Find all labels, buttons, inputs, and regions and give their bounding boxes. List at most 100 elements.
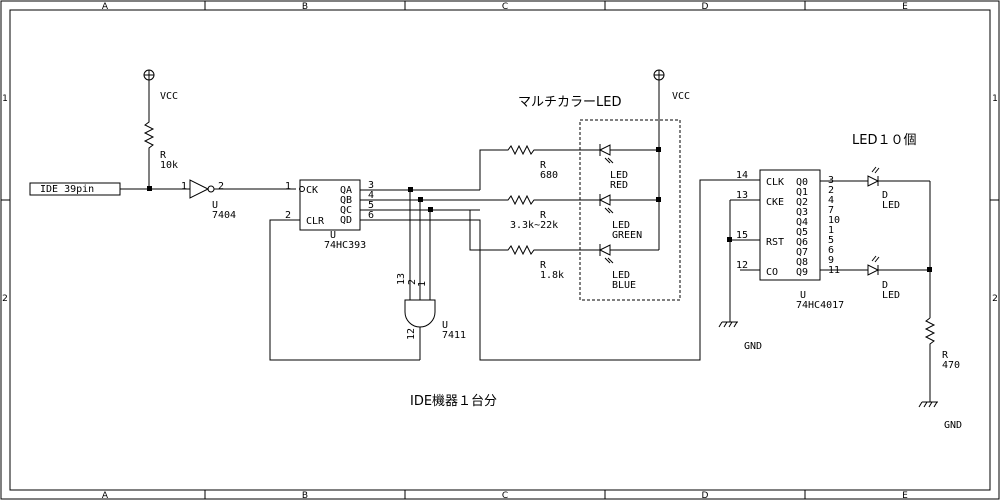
resistor-ref: R [540,260,547,271]
pin-name: CLK [766,177,784,188]
led-value: LED [882,200,900,211]
led-label: LED [612,270,630,281]
pin-number: 2 [407,279,418,285]
led-label: LED [612,220,630,231]
resistor-value: 680 [540,170,558,181]
pin-number: 13 [396,273,407,285]
pin-number: 2 [218,181,224,192]
component-part: 7404 [212,210,236,221]
pin-name: QA [340,185,352,196]
output-pin-name: Q2 [796,197,808,208]
column-label: A [102,2,109,12]
column-label: D [702,491,709,500]
frame-column-labels-bottom: A B C D E [102,491,908,500]
component-ref: U [212,200,218,211]
led-common-return [927,181,932,318]
output-pin-name: Q8 [796,257,808,268]
frame-row-labels: 1 2 1 2 [2,94,998,304]
pin-number: 4 [368,190,374,201]
pin-name: QD [340,215,352,226]
pin-name: CO [766,267,778,278]
output-pin-number: 1 [828,225,834,236]
component-part: 74HC393 [324,240,366,251]
column-label: B [302,491,308,500]
decade-ground-wiring: GND [718,199,762,352]
output-pin-name: Q1 [796,187,808,198]
resistor-ref: R [160,150,167,161]
column-label: C [502,2,508,12]
resistor-value: 1.8k [540,270,564,281]
pin-number: 15 [736,230,748,241]
pin-number: 13 [736,190,748,201]
led-ref: D [882,190,888,201]
column-label: E [902,491,908,500]
column-label: A [102,491,109,500]
led-color: RED [610,180,628,191]
component-ref: U [330,230,336,241]
resistor-value: 10k [160,160,178,171]
vcc-label: VCC [160,91,178,102]
pin-number: 3 [368,180,374,191]
pin-number: 1 [285,181,291,192]
counter-74hc393: 1 CK 2 CLR QA QB QC QD 3 4 5 6 U 74HC393 [280,179,374,251]
pin-name: CK [306,185,318,196]
pin-number: 1 [181,181,187,192]
pin-name: RST [766,237,784,248]
pin-number: 6 [368,210,374,221]
multicolor-led-package [579,119,681,301]
pin-name: QB [340,195,352,206]
output-pin-number: 2 [828,185,834,196]
ide-input-label: IDE 39pin [40,184,94,195]
component-ref: U [800,290,806,301]
column-label: C [502,491,508,500]
output-pin-name: Q4 [796,217,808,228]
led-color: GREEN [612,230,642,241]
output-pin-name: Q9 [796,267,808,278]
output-pin-name: Q6 [796,237,808,248]
decade-counter-74hc4017: 14 CLK 13 CKE 15 RST 12 CO U 74HC4017 [736,169,844,311]
pin-name: QC [340,205,352,216]
and-gate-7411: 13 2 1 12 U 7411 [396,273,466,360]
resistor-value: 3.3k~22k [510,220,558,231]
resistor-pullup: R 10k [143,80,178,189]
output-pin-number: 6 [828,245,834,256]
red-channel: R 680 LED RED [479,144,659,191]
gnd-label: GND [944,420,962,431]
blue-channel: R 1.8k LED BLUE [469,209,659,291]
output-pin-number: 9 [828,255,834,266]
output-pin-number: 10 [828,215,840,226]
column-label: B [302,2,308,12]
led-count-title: LED１０個 [852,133,916,148]
ground-symbol-right: GND [918,401,962,431]
counter-output-wires [360,187,480,300]
row-label: 1 [992,94,998,104]
led-top-branch: D LED [820,166,930,211]
pin-number: 2 [285,210,291,221]
column-label: D [702,2,709,12]
pin-number: 5 [368,200,374,211]
qd-to-clk-wire [380,179,760,361]
pin-number: 12 [736,260,748,271]
component-part: 7411 [442,330,466,341]
gnd-label: GND [744,341,762,352]
resistor-value: 470 [942,360,960,371]
pin-name: CKE [766,197,784,208]
pin-number: 12 [406,328,417,340]
led-color: BLUE [612,280,636,291]
pin-number: 1 [417,281,428,287]
output-pin-number: 5 [828,235,834,246]
output-pin-name: Q7 [796,247,808,258]
row-label: 2 [2,294,8,304]
component-part: 74HC4017 [796,300,844,311]
output-pin-number: 4 [828,195,834,206]
pin-name: CLR [306,216,325,227]
output-pin-name: Q5 [796,227,808,238]
led-value: LED [882,290,900,301]
component-ref: U [442,320,448,331]
pin-number: 14 [736,170,748,181]
vcc-label: VCC [672,91,690,102]
ide-input-port: IDE 39pin [29,182,190,196]
